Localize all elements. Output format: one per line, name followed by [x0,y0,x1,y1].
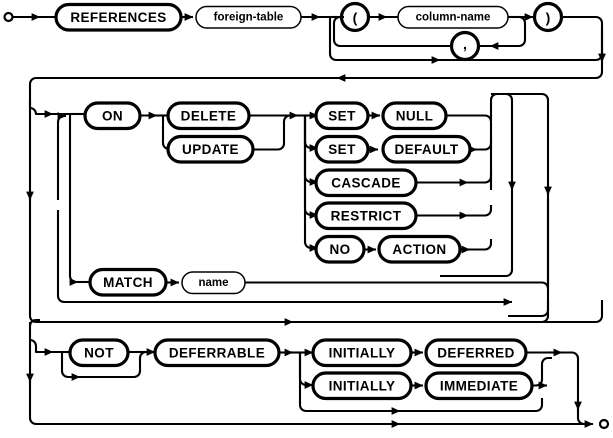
rail-inner2-loopback-up [56,112,67,200]
rail-comma-loop-left [332,15,452,48]
rail-skip-parens [328,17,441,64]
node-comma-label: , [463,36,467,52]
rail-default-out [476,140,493,151]
node-set-default-set-label: SET [328,142,356,157]
node-column-name-label: column-name [416,12,491,24]
rail-initially-skip-join [390,398,544,413]
rail-wrap-to-section2 [336,52,604,82]
rail-null-out [446,114,493,190]
node-restrict-label: RESTRICT [331,209,402,224]
rail-to-restrict [303,115,319,219]
node-references-label: REFERENCES [70,10,166,25]
node-references: REFERENCES [54,2,183,32]
rail-to-match-row [68,114,79,286]
node-action: ACTION [377,234,462,264]
node-on: ON [83,101,142,131]
rail-group2-bypass [28,190,294,326]
end-marker [598,418,610,430]
rail-restrict-out [460,205,493,217]
node-no: NO [314,234,366,264]
node-cascade: CASCADE [314,168,418,198]
node-immediate-label: IMMEDIATE [440,379,518,394]
node-update: UPDATE [166,134,255,164]
node-delete: DELETE [166,101,251,131]
node-set-null-set: SET [314,101,370,131]
rail-inner3-entry-arrow [29,338,54,356]
node-deferrable-label: DEFERRABLE [169,346,265,361]
node-null: NULL [381,101,448,131]
rail-group2-right-top [491,92,552,196]
node-match: MATCH [88,267,168,297]
node-default-label: DEFAULT [394,142,458,157]
rail-to-initially-immediate [298,352,314,389]
rail-cascade-out [460,172,493,184]
node-lparen-label: ( [353,10,358,26]
rail-action-join-up [489,92,516,191]
node-deferred: DEFERRED [424,338,528,368]
rail-not-skip [60,352,81,381]
rail-inner2-loopback-bottom [56,210,430,304]
node-not: NOT [68,338,130,368]
rail-initially-skip [298,352,401,415]
node-update-label: UPDATE [182,142,239,157]
node-not-label: NOT [84,346,114,361]
rail-section3-corner [28,318,40,327]
rail-group3-bypass [28,374,401,428]
node-comma: , [449,30,481,62]
node-immediate: IMMEDIATE [424,371,534,401]
node-null-label: NULL [396,109,434,124]
rail-immediate-out [532,356,552,387]
node-foreign-table: foreign-table [195,5,302,29]
node-delete-label: DELETE [181,109,237,124]
node-column-name: column-name [397,5,509,29]
node-cascade-label: CASCADE [331,176,401,191]
node-rparen-label: ) [546,10,551,26]
rail-inner2-entry-arrow [29,106,54,118]
rail-group2-exit [520,300,550,324]
rail-final-down [556,351,582,411]
node-lparen: ( [339,1,371,33]
node-deferrable: DEFERRABLE [153,338,281,368]
rail-group2-right-down [508,185,550,318]
rail-to-no-action [303,115,319,252]
node-rparen: ) [532,1,564,33]
rail-final-corner [576,402,592,426]
rail-group2-bypass-join [283,300,604,324]
node-initially-deferred-label: INITIALLY [329,346,396,361]
node-initially-immediate-label: INITIALLY [329,379,396,394]
node-action-label: ACTION [392,242,446,257]
node-deferred-label: DEFERRED [437,346,514,361]
node-name: name [181,271,246,295]
rail-section2-entry [28,76,347,108]
node-set-null-set-label: SET [328,109,356,124]
rail-rparen-right [561,15,606,63]
node-foreign-table-label: foreign-table [214,12,284,24]
node-restrict: RESTRICT [314,201,418,231]
node-default: DEFAULT [381,134,472,164]
node-initially-deferred: INITIALLY [311,338,413,368]
rail-update-out [253,114,292,151]
start-marker [3,11,14,23]
node-initially-immediate: INITIALLY [311,371,413,401]
rail-action-join-down [440,180,514,278]
node-set-default-set: SET [314,134,370,164]
node-no-label: NO [329,242,350,257]
node-match-label: MATCH [103,275,153,290]
node-on-label: ON [102,109,123,124]
node-name-label: name [198,277,228,289]
rail-action-out [468,239,493,251]
